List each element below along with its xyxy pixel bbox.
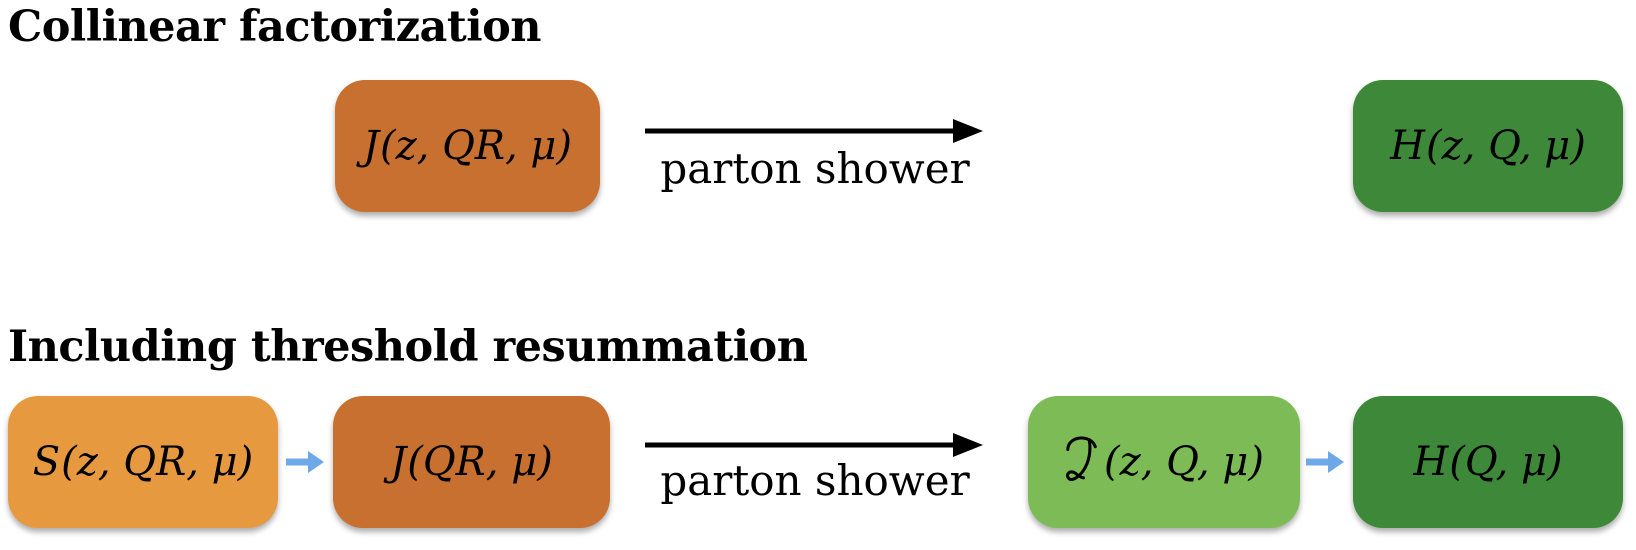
script-jet-args: (z, Q, μ): [1104, 439, 1264, 485]
threshold-parton-shower-label: parton shower: [660, 456, 970, 505]
collinear-jet-function-box: J(z, QR, μ): [335, 80, 600, 212]
threshold-hard-function-box: H(Q, μ): [1353, 396, 1623, 528]
threshold-jet-function-box: J(QR, μ): [333, 396, 610, 528]
threshold-soft-function-label: S(z, QR, μ): [33, 439, 253, 485]
hard-args: (z, Q, μ): [1425, 123, 1586, 169]
script-capital-j-icon: [1066, 436, 1097, 481]
jet-args: (z, QR, μ): [379, 123, 573, 169]
hard-symbol: H: [1390, 123, 1425, 169]
collinear-section-title: Collinear factorization: [8, 2, 542, 52]
collinear-hard-function-label: H(z, Q, μ): [1390, 123, 1586, 169]
threshold-parton-shower-arrow-icon: [645, 430, 985, 460]
collinear-hard-function-box: H(z, Q, μ): [1353, 80, 1623, 212]
threshold-soft-function-box: S(z, QR, μ): [8, 396, 278, 528]
threshold-hard-function-label: H(Q, μ): [1413, 439, 1562, 485]
scriptjet-to-hard-arrow-icon: [1306, 448, 1346, 476]
hard-args: (Q, μ): [1449, 439, 1563, 485]
soft-symbol: S: [32, 439, 61, 485]
soft-args: (z, QR, μ): [61, 439, 254, 485]
jet-args: (QR, μ): [407, 439, 553, 485]
threshold-script-jet-function-label: (z, Q, μ): [1064, 436, 1264, 485]
threshold-section-title: Including threshold resummation: [8, 322, 808, 372]
soft-to-jet-arrow-icon: [286, 448, 326, 476]
threshold-script-jet-function-box: (z, Q, μ): [1028, 396, 1300, 528]
jet-symbol: J: [362, 123, 379, 169]
collinear-parton-shower-arrow-icon: [645, 116, 985, 146]
hard-symbol: H: [1413, 439, 1449, 485]
collinear-jet-function-label: J(z, QR, μ): [363, 123, 572, 169]
jet-symbol: J: [390, 439, 407, 485]
threshold-jet-function-label: J(QR, μ): [390, 439, 553, 485]
collinear-parton-shower-label: parton shower: [660, 144, 970, 193]
